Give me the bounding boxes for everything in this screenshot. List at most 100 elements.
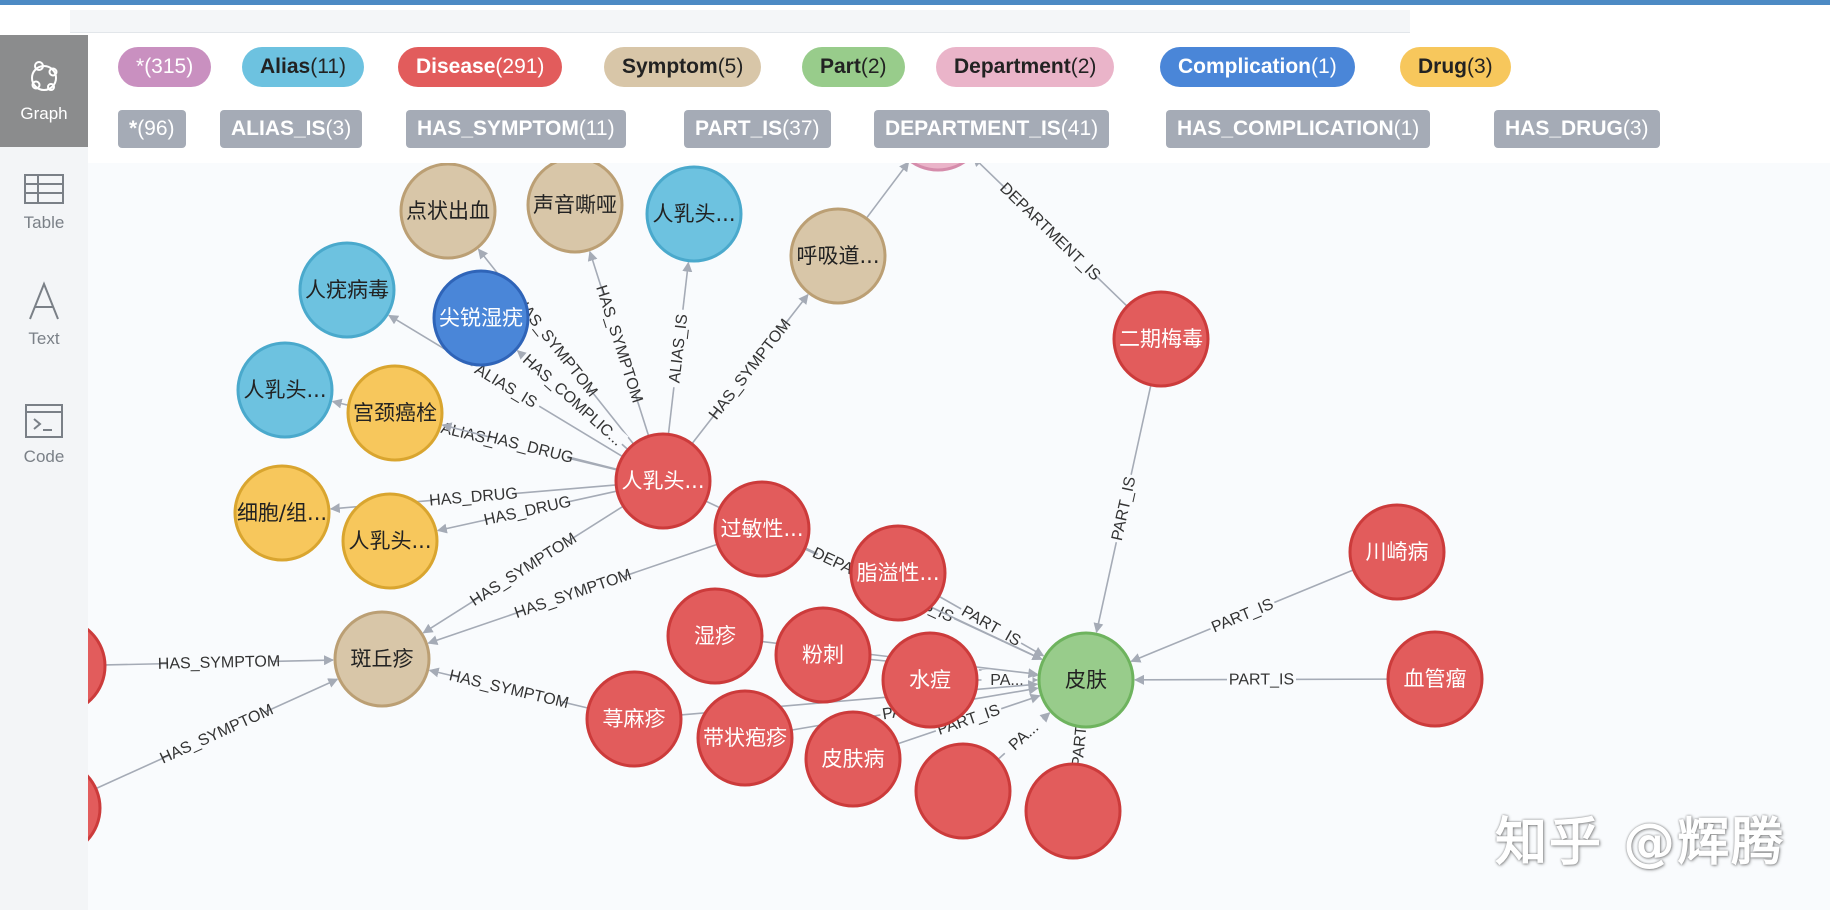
graph-node-part[interactable]: 皮肤 [1037,631,1135,729]
node-label: 带状疱疹 [703,726,787,750]
node-label-chip-part[interactable]: Part(2) [802,47,905,87]
node-circle[interactable] [333,610,431,708]
graph-node-disease[interactable]: 脂溢性... [849,524,947,622]
node-circle[interactable] [914,742,1012,840]
graph-node-department[interactable] [891,163,985,172]
node-label: 湿疹 [694,624,736,648]
rel-type-chip-department-is[interactable]: DEPARTMENT_IS(41) [874,110,1110,148]
edge-label: HAS_SYMPTOM [592,283,645,405]
node-circle[interactable] [881,631,979,729]
node-label-chip-all[interactable]: *(315) [118,47,212,87]
graph-node-alias[interactable]: 人疣病毒 [298,241,396,339]
node-circle[interactable] [804,710,902,808]
graph-node-disease[interactable]: 带状疱疹 [696,689,794,787]
node-circle[interactable] [1386,630,1484,728]
graph-node-disease[interactable]: 湿疹 [666,587,764,685]
edge-label: DEPARTMENT_IS [996,180,1103,285]
graph-node-disease[interactable]: 荨麻疹 [585,670,683,768]
graph-node-disease[interactable]: 过敏性... [713,480,811,578]
graph-node-drug[interactable]: 人乳头... [341,492,439,590]
node-circle[interactable] [88,761,102,855]
view-text-button[interactable]: Text [0,259,88,371]
text-icon [29,281,59,320]
graph-node-disease[interactable] [88,761,102,855]
graph-node-disease[interactable]: 人乳头... [614,432,712,530]
node-circle[interactable] [666,587,764,685]
node-circle[interactable] [432,269,530,367]
graph-node-disease[interactable]: 二期梅毒 [1112,290,1210,388]
query-input[interactable] [70,10,1410,33]
rel-type-chip-has-complication[interactable]: HAS_COMPLICATION(1) [1166,110,1431,148]
graph-node-drug[interactable]: 宫颈癌栓 [346,364,444,462]
graph-node-disease[interactable] [1024,762,1122,860]
node-circle[interactable] [774,606,872,704]
graph-node-symptom[interactable]: 呼吸道... [789,207,887,305]
view-table-button[interactable]: Table [0,147,88,259]
node-circle[interactable] [233,464,331,562]
rel-type-chip-has-symptom[interactable]: HAS_SYMPTOM(11) [406,110,626,148]
edge-label-background [468,357,545,414]
view-graph-button[interactable]: Graph [0,35,88,147]
node-circle[interactable] [236,341,334,439]
graph-node-disease[interactable]: 水痘 [881,631,979,729]
rel-type-chip-all[interactable]: *(96) [118,110,186,148]
graph-node-drug[interactable]: 细胞/组... [233,464,331,562]
result-view-sidebar: Graph Table Text Code [0,35,88,910]
node-label-chip-symptom[interactable]: Symptom(5) [604,47,762,87]
node-circle[interactable] [585,670,683,768]
node-label-chip-department[interactable]: Department(2) [936,47,1115,87]
node-circle[interactable] [1112,290,1210,388]
graph-node-symptom[interactable]: 点状出血 [399,163,497,260]
node-circle[interactable] [891,163,985,172]
graph-node-disease[interactable]: 血管瘤 [1386,630,1484,728]
graph-node-alias[interactable]: 人乳头... [236,341,334,439]
graph-node-alias[interactable]: 人乳头... [645,165,743,263]
node-circle[interactable] [298,241,396,339]
edge-label: PART [1069,725,1090,768]
graph-node-disease[interactable] [914,742,1012,840]
edge-label-background [164,703,268,763]
graph-node-disease[interactable]: 皮肤病 [804,710,902,808]
edge-label-background [473,532,572,605]
node-circle[interactable] [88,619,107,713]
node-label: 细胞/组... [237,501,327,525]
node-label: 血管瘤 [1404,667,1467,691]
graph-node-disease[interactable]: 川崎病 [1348,503,1446,601]
node-circle[interactable] [346,364,444,462]
node-label-chip-disease[interactable]: Disease(291) [398,47,563,87]
relationship-edge[interactable] [865,163,910,219]
edge-label-background [1067,724,1090,769]
node-circle[interactable] [789,207,887,305]
node-circle[interactable] [696,689,794,787]
graph-node-disease[interactable]: 粉刺 [774,606,872,704]
node-circle[interactable] [526,163,624,254]
node-circle[interactable] [849,524,947,622]
edge-label-background [487,492,568,527]
node-circle[interactable] [1024,762,1122,860]
node-circle[interactable] [645,165,743,263]
node-label-chip-alias[interactable]: Alias(11) [242,47,364,87]
rel-type-chip-has-drug[interactable]: HAS_DRUG(3) [1494,110,1660,148]
node-label-chip-complication[interactable]: Complication(1) [1160,47,1355,87]
node-circle[interactable] [1348,503,1446,601]
node-circle[interactable] [614,432,712,530]
graph-node-complication[interactable]: 尖锐湿疣 [432,269,530,367]
node-label: 川崎病 [1366,540,1429,564]
edge-label-background [520,567,626,619]
graph-node-symptom[interactable]: 声音嘶哑 [526,163,624,254]
view-graph-label: Graph [20,104,68,123]
graph-node-disease[interactable] [88,619,107,713]
view-code-button[interactable]: Code [0,379,88,491]
graph-legend: *(315) Alias(11) Disease(291) Symptom(5)… [88,35,1830,163]
graph-node-symptom[interactable]: 斑丘疹 [333,610,431,708]
node-circle[interactable] [713,480,811,578]
rel-type-chip-alias-is[interactable]: ALIAS_IS(3) [220,110,363,148]
node-circle[interactable] [399,163,497,260]
node-circle[interactable] [1037,631,1135,729]
node-circle[interactable] [341,492,439,590]
node-label-chip-drug[interactable]: Drug(3) [1400,47,1511,87]
edge-label: PART_IS [958,603,1023,650]
rel-type-chip-part-is[interactable]: PART_IS(37) [684,110,831,148]
